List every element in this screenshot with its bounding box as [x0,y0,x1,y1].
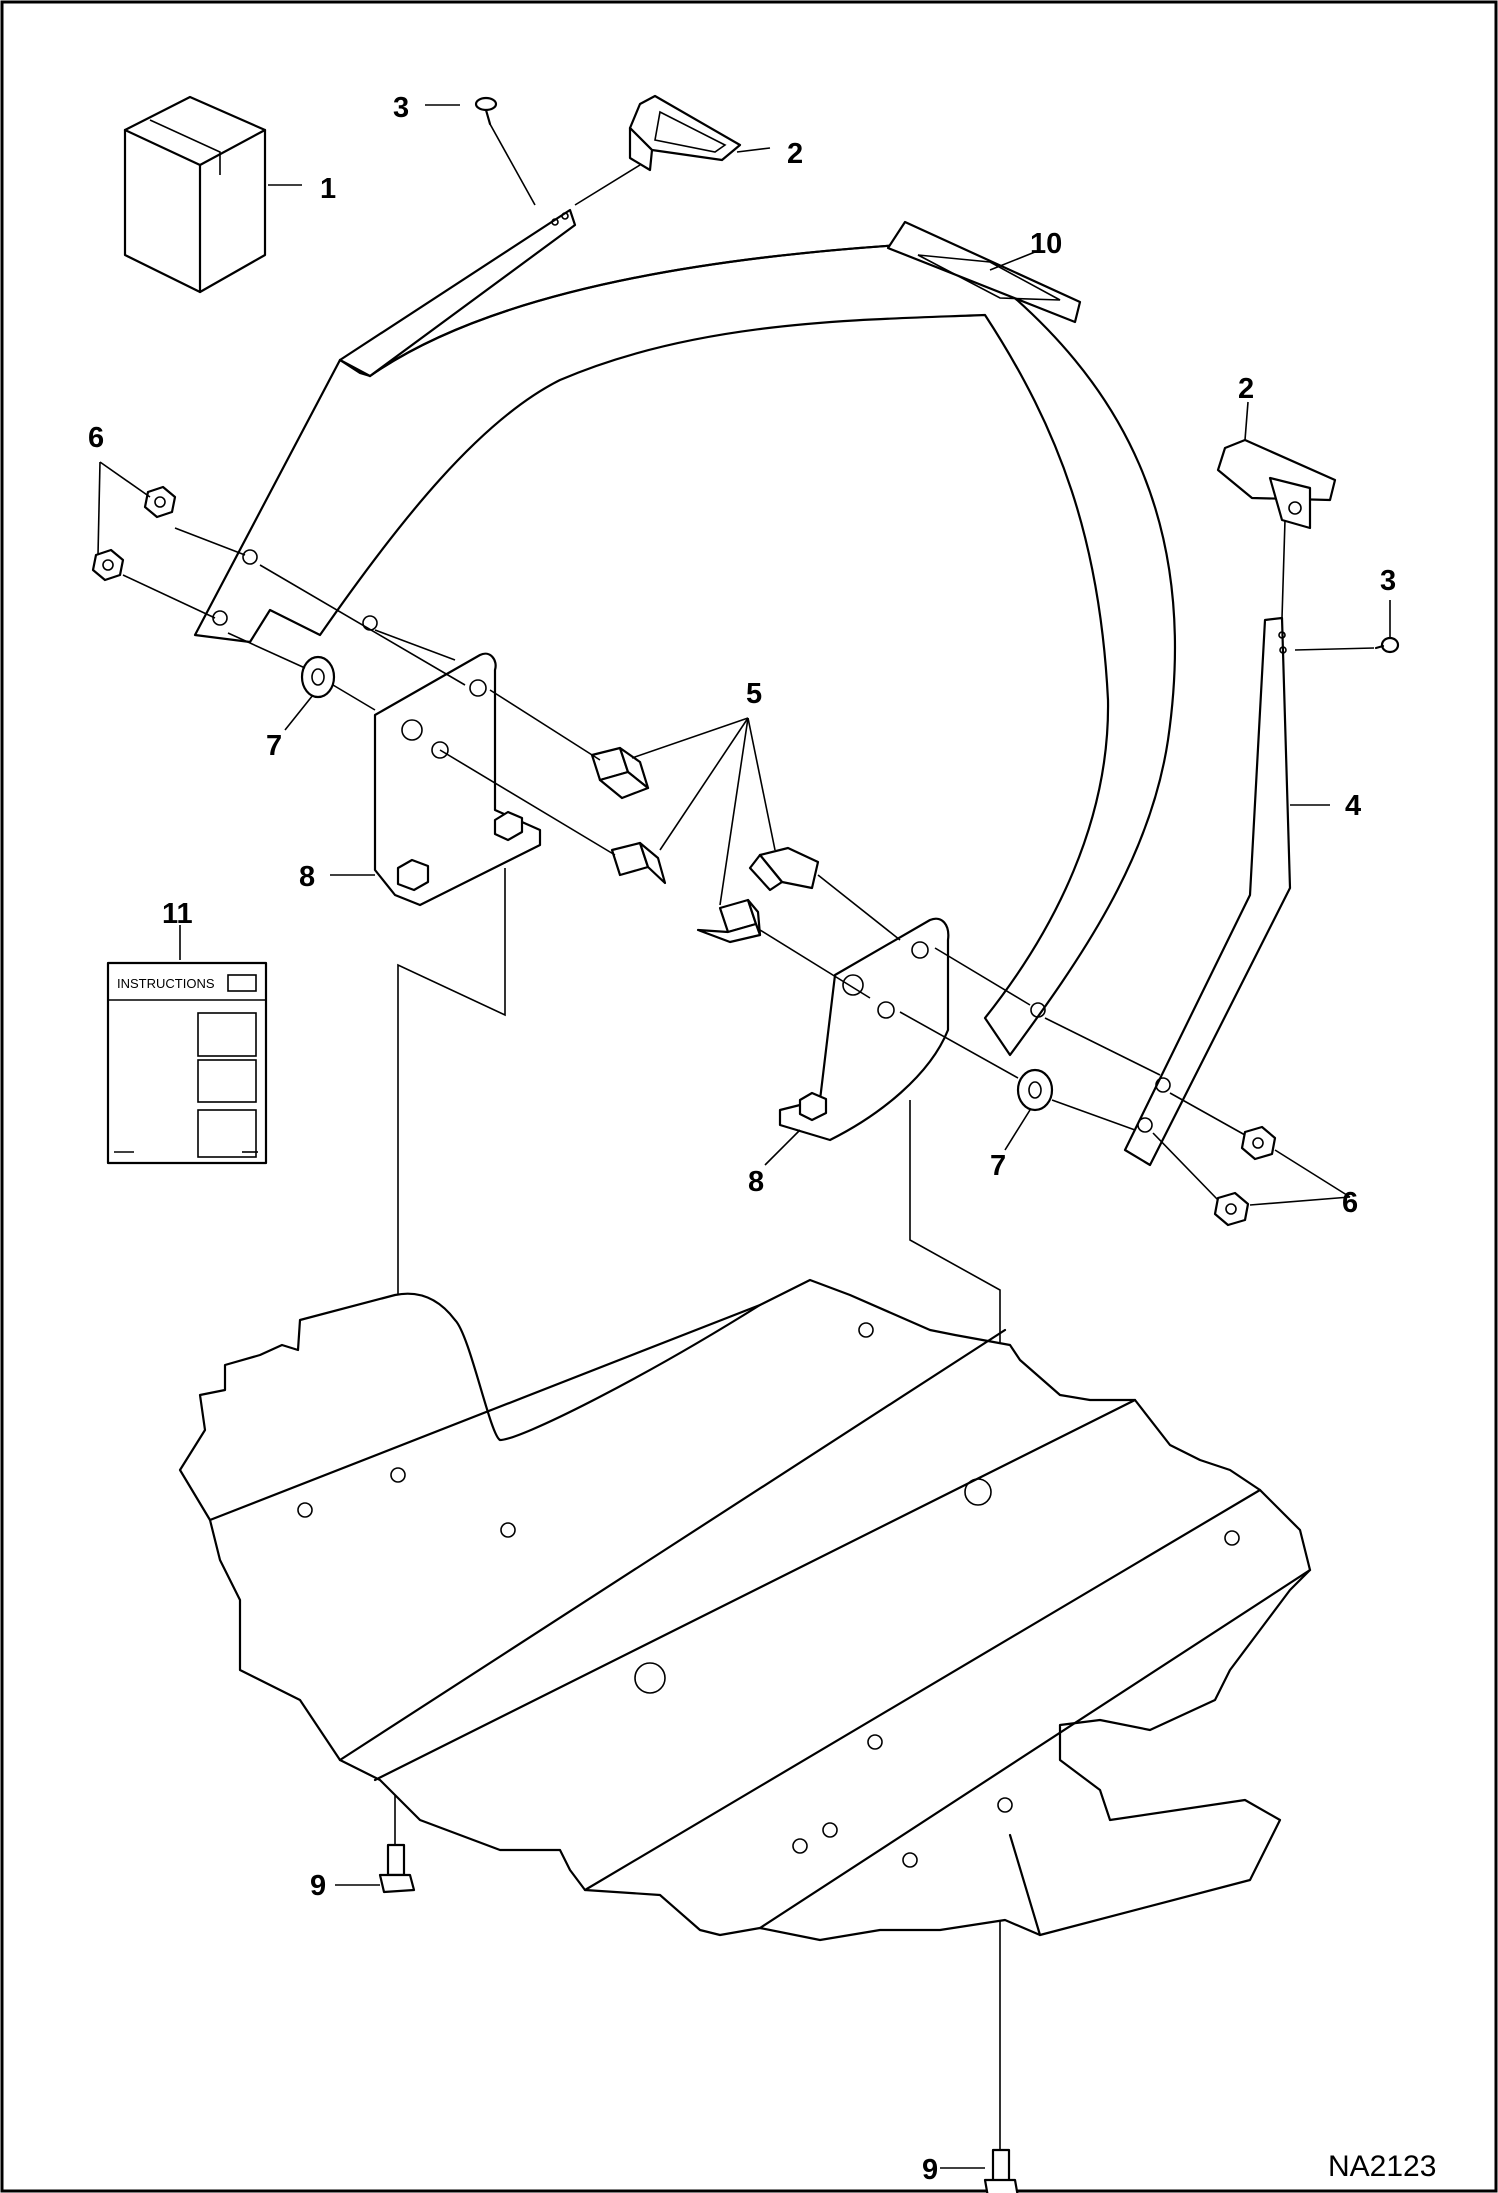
callout-11: 11 [162,898,193,930]
callout-5: 5 [746,678,762,710]
callout-9-left: 9 [310,1870,326,1902]
callout-3-top: 3 [393,92,409,124]
callout-8-right: 8 [748,1166,764,1198]
callout-labels: 1 3 2 10 2 3 4 6 6 5 7 7 8 8 9 9 11 [88,92,1396,2186]
part-handle-right [1216,438,1337,530]
callout-9-right: 9 [922,2154,938,2186]
bolt-4 [696,898,762,944]
part-bottom-plate [178,1278,1312,1942]
callout-7-left: 7 [266,730,282,762]
part-screw-right [1374,636,1400,654]
part-box [123,95,267,294]
callout-10: 10 [1030,228,1062,260]
callout-1: 1 [320,173,336,205]
callout-6-left: 6 [88,422,104,454]
part-right-strap [1123,616,1292,1167]
instruction-sheet-title: INSTRUCTIONS [117,976,215,991]
part-nuts-left [91,485,177,582]
part-bracket-left [373,652,542,907]
callout-7-right: 7 [990,1150,1006,1182]
part-arch-guard [193,220,1177,1057]
callout-2-right: 2 [1238,373,1254,405]
part-bracket-right [778,917,950,1142]
part-handle-top [628,94,742,172]
part-instruction-sheet: INSTRUCTIONS [106,961,268,1165]
part-plate-bolt-right [983,2148,1019,2193]
part-screw-top [474,96,498,126]
callout-4: 4 [1345,790,1361,822]
callout-2-top: 2 [787,138,803,170]
part-left-strap [338,208,577,378]
callout-leaders [97,104,1391,2169]
callout-6-right: 6 [1342,1187,1358,1219]
bolt-3 [748,846,820,892]
part-nuts-right [1213,1125,1277,1227]
part-washer-left [300,655,336,699]
part-plate-bolt-left [378,1843,416,1894]
part-washer-right [1016,1068,1054,1112]
callout-3-right: 3 [1380,565,1396,597]
drawing-number: NA2123 [1328,2150,1436,2183]
callout-8-left: 8 [299,861,315,893]
part-bolts [590,746,820,944]
bolt-2 [610,841,667,885]
